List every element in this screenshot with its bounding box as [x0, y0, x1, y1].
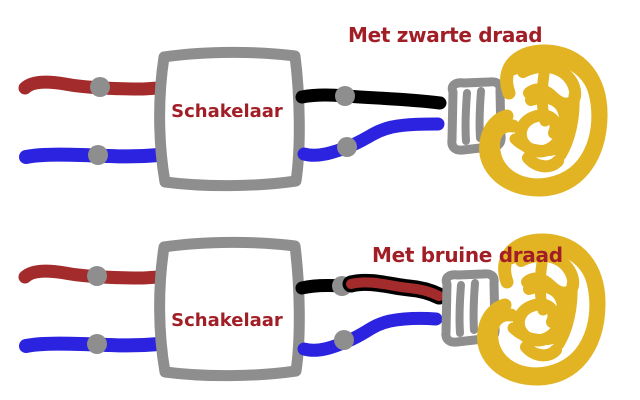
diagram-with-brown-wire: Schakelaar Met bruine draad: [18, 236, 599, 382]
bulb-scribble: [536, 68, 551, 127]
neutral-wire-blue-left: [19, 336, 166, 353]
switch-label: Schakelaar: [171, 310, 283, 331]
wire-connector-dot: [87, 266, 107, 286]
neutral-wire-blue-mid: [297, 311, 443, 357]
wire-connector-dot: [88, 145, 108, 165]
neutral-wire-blue-mid: [297, 117, 445, 162]
switch-box: [154, 46, 305, 192]
wire-connector-dot: [90, 77, 110, 97]
switched-wire-black: [295, 88, 447, 110]
bulb-outer-loop: [487, 51, 605, 192]
neutral-wire-blue-left: [19, 147, 166, 164]
wire-connector-dot: [334, 330, 354, 350]
wire-connector-dot: [335, 86, 355, 106]
switch-label: Schakelaar: [171, 101, 283, 122]
brown-jumper-wire: [346, 277, 444, 301]
lamp-socket-thread: [469, 279, 479, 334]
bulb-scribble: [522, 152, 564, 173]
wire-connector-dot: [87, 334, 107, 354]
bulb-scribble: [555, 90, 580, 161]
diagram-title-brown-wire: Met bruine draad: [372, 243, 563, 267]
lamp-socket-thread: [475, 87, 485, 142]
switch-box: [154, 236, 305, 382]
wire-connector-dot: [337, 137, 357, 157]
diagram-with-black-wire: Schakelaar Met zwarte draad: [18, 23, 608, 197]
lamp-socket-thread: [455, 281, 465, 337]
light-bulb-scribble: [479, 44, 608, 197]
diagram-title-black-wire: Met zwarte draad: [348, 23, 542, 47]
lamp-socket-thread: [461, 89, 471, 145]
